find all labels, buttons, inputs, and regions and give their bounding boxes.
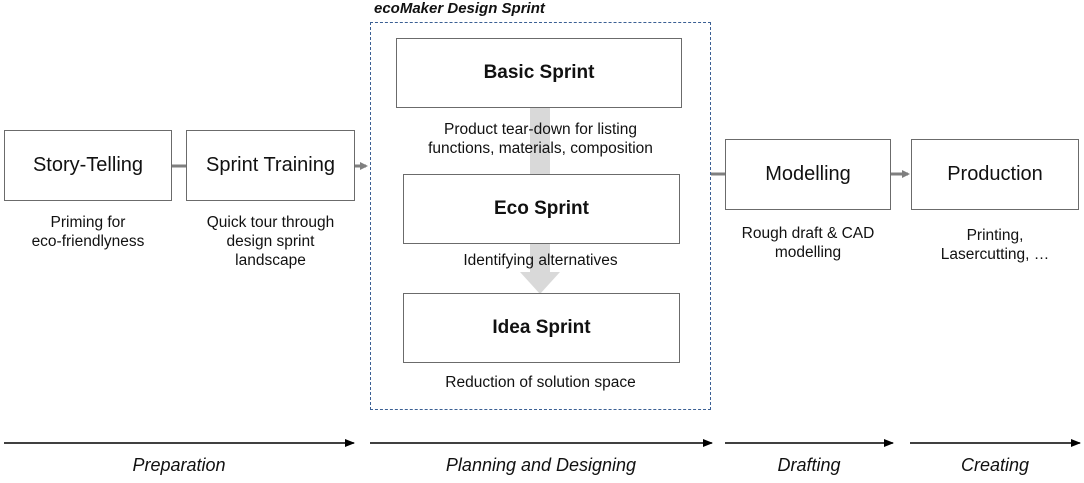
- phase-label-creating: Creating: [960, 455, 1030, 475]
- modelling-caption: Rough draft & CAD modelling: [718, 224, 898, 262]
- sprint-flow-arrowhead: [520, 272, 560, 294]
- story-telling-box: Story-Telling: [4, 130, 172, 201]
- basic-sprint-box: Basic Sprint: [396, 38, 682, 108]
- sprint-training-caption-line: Quick tour through: [206, 214, 335, 231]
- sprint-training-box: Sprint Training: [186, 130, 355, 201]
- sprint-training-caption: Quick tour through design sprint landsca…: [186, 213, 355, 270]
- eco-sprint-caption: Identifying alternatives: [380, 251, 701, 270]
- story-telling-caption-line: Priming for: [50, 214, 126, 231]
- production-caption: Printing, Lasercutting, …: [905, 226, 1084, 264]
- basic-sprint-caption-line: functions, materials, composition: [428, 140, 653, 157]
- modelling-caption-line: modelling: [774, 244, 842, 261]
- story-telling-caption: Priming for eco-friendlyness: [4, 213, 172, 251]
- phase-label-planning: Planning and Designing: [445, 455, 637, 475]
- sprint-training-caption-line: design sprint: [226, 233, 315, 250]
- eco-sprint-caption-line: Identifying alternatives: [463, 252, 618, 269]
- sprint-group-frame: [370, 22, 711, 410]
- basic-sprint-caption-line: Product tear-down for listing: [444, 121, 637, 138]
- sprint-training-caption-line: landscape: [235, 252, 306, 269]
- modelling-box: Modelling: [725, 139, 891, 210]
- story-telling-caption-line: eco-friendlyness: [31, 233, 145, 250]
- phase-label-drafting: Drafting: [777, 455, 841, 475]
- modelling-caption-line: Rough draft & CAD: [741, 225, 875, 242]
- idea-sprint-caption-line: Reduction of solution space: [445, 374, 636, 391]
- phase-label-preparation: Preparation: [132, 455, 226, 475]
- eco-sprint-box: Eco Sprint: [403, 174, 680, 244]
- idea-sprint-box: Idea Sprint: [403, 293, 680, 363]
- production-caption-line: Printing,: [966, 227, 1024, 244]
- production-box: Production: [911, 139, 1079, 210]
- idea-sprint-caption: Reduction of solution space: [380, 373, 701, 392]
- production-caption-line: Lasercutting, …: [940, 246, 1050, 263]
- sprint-group-title: ecoMaker Design Sprint: [374, 0, 545, 17]
- basic-sprint-caption: Product tear-down for listing functions,…: [380, 120, 701, 158]
